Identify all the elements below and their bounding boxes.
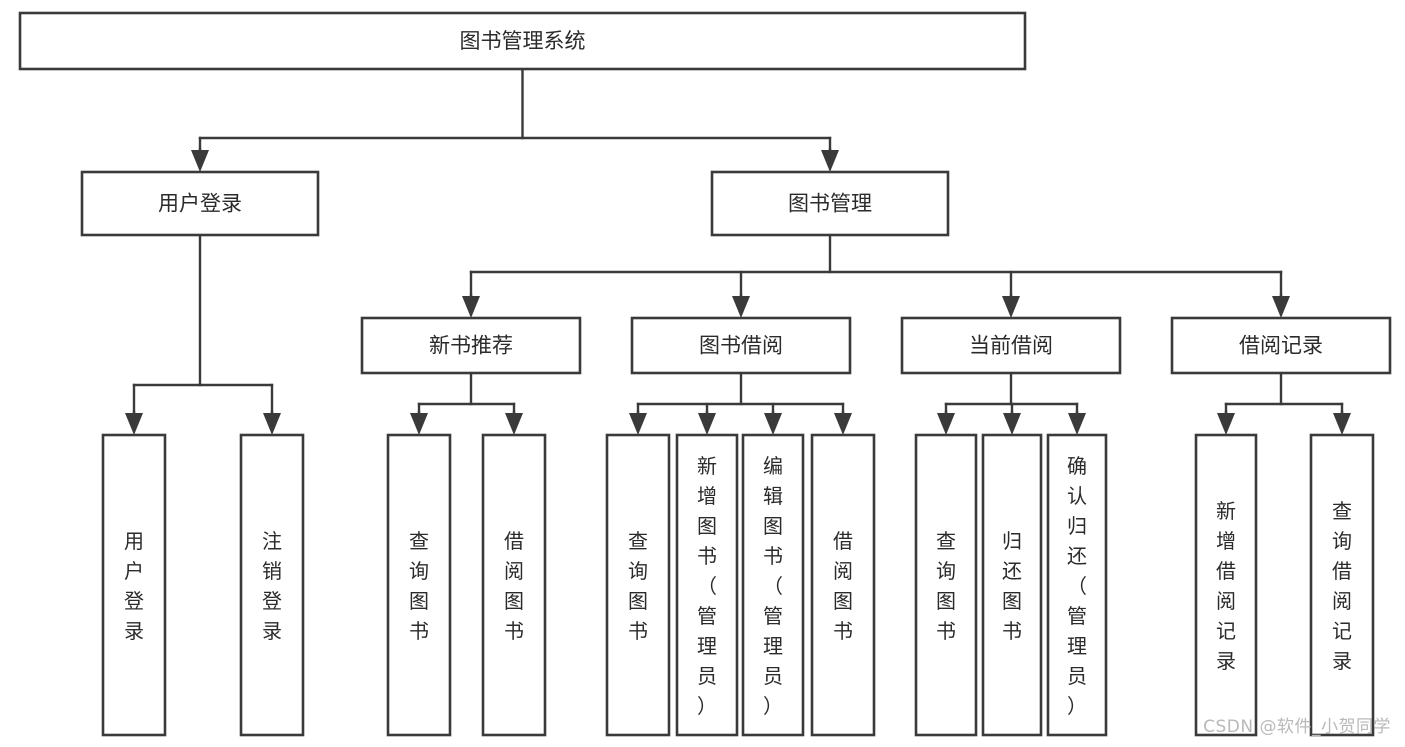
node-rect [900,316,1122,375]
node-leaf-borrow-query-book[interactable]: 查询图书 [605,433,671,737]
node-rect [18,11,1027,71]
node-label: 当前借阅 [969,334,1053,358]
node-rect [810,433,876,737]
node-label: 图书借阅 [699,334,783,358]
node-root-root[interactable]: 图书管理系统 [18,11,1027,71]
node-label: 确认归还（管理员） [1067,454,1087,718]
node-label: 用户登录 [158,192,242,216]
node-leaf-borrow-borrow-book[interactable]: 借阅图书 [810,433,876,737]
node-leaf-recommend-query-book[interactable]: 查询图书 [386,433,452,737]
node-rect [914,433,978,737]
node-rect [360,316,582,375]
node-leaf-user-login[interactable]: 用户登录 [101,433,167,737]
node-rect [605,433,671,737]
node-book-manage[interactable]: 图书管理 [710,170,950,237]
node-leaf-current-query-book[interactable]: 查询图书 [914,433,978,737]
node-rect [741,433,805,737]
node-rect [675,433,739,737]
node-rect [239,433,305,737]
node-rect [630,316,852,375]
node-borrow-record[interactable]: 借阅记录 [1170,316,1392,375]
node-rect [1194,433,1258,737]
node-rect [1309,433,1375,737]
node-label: 查询图书 [628,529,648,643]
node-rect [80,170,320,237]
node-user-login[interactable]: 用户登录 [80,170,320,237]
node-label: 查询图书 [409,529,429,643]
node-leaf-borrow-add-book[interactable]: 新增图书（管理员） [675,433,739,737]
node-current-borrow[interactable]: 当前借阅 [900,316,1122,375]
node-layer: 图书管理系统用户登录图书管理新书推荐图书借阅当前借阅借阅记录用户登录注销登录查询… [18,11,1392,737]
node-leaf-record-add[interactable]: 新增借阅记录 [1194,433,1258,737]
node-leaf-current-return-book[interactable]: 归还图书 [981,433,1043,737]
connector-layer [125,67,1351,435]
node-rect [386,433,452,737]
node-label: 图书管理 [788,192,872,216]
node-label: 新增借阅记录 [1216,499,1236,673]
node-leaf-borrow-edit-book[interactable]: 编辑图书（管理员） [741,433,805,737]
node-rect [481,433,547,737]
node-new-book-recommend[interactable]: 新书推荐 [360,316,582,375]
node-label: 借阅图书 [833,529,853,643]
node-label: 新增图书（管理员） [697,454,717,718]
node-rect [1170,316,1392,375]
node-rect [101,433,167,737]
node-leaf-record-query[interactable]: 查询借阅记录 [1309,433,1375,737]
node-label: 新书推荐 [429,334,513,358]
node-rect [981,433,1043,737]
node-leaf-recommend-borrow-book[interactable]: 借阅图书 [481,433,547,737]
node-label: 归还图书 [1002,529,1022,643]
node-rect [1046,433,1108,737]
node-rect [710,170,950,237]
node-label: 查询借阅记录 [1332,499,1352,673]
node-label: 编辑图书（管理员） [763,454,783,718]
node-book-borrow[interactable]: 图书借阅 [630,316,852,375]
node-label: 图书管理系统 [460,29,586,53]
node-label: 查询图书 [936,529,956,643]
node-label: 借阅图书 [504,529,524,643]
node-leaf-current-confirm-return[interactable]: 确认归还（管理员） [1046,433,1108,737]
node-leaf-logout[interactable]: 注销登录 [239,433,305,737]
node-label: 注销登录 [262,529,282,643]
node-label: 借阅记录 [1239,334,1323,358]
node-label: 用户登录 [124,529,144,643]
